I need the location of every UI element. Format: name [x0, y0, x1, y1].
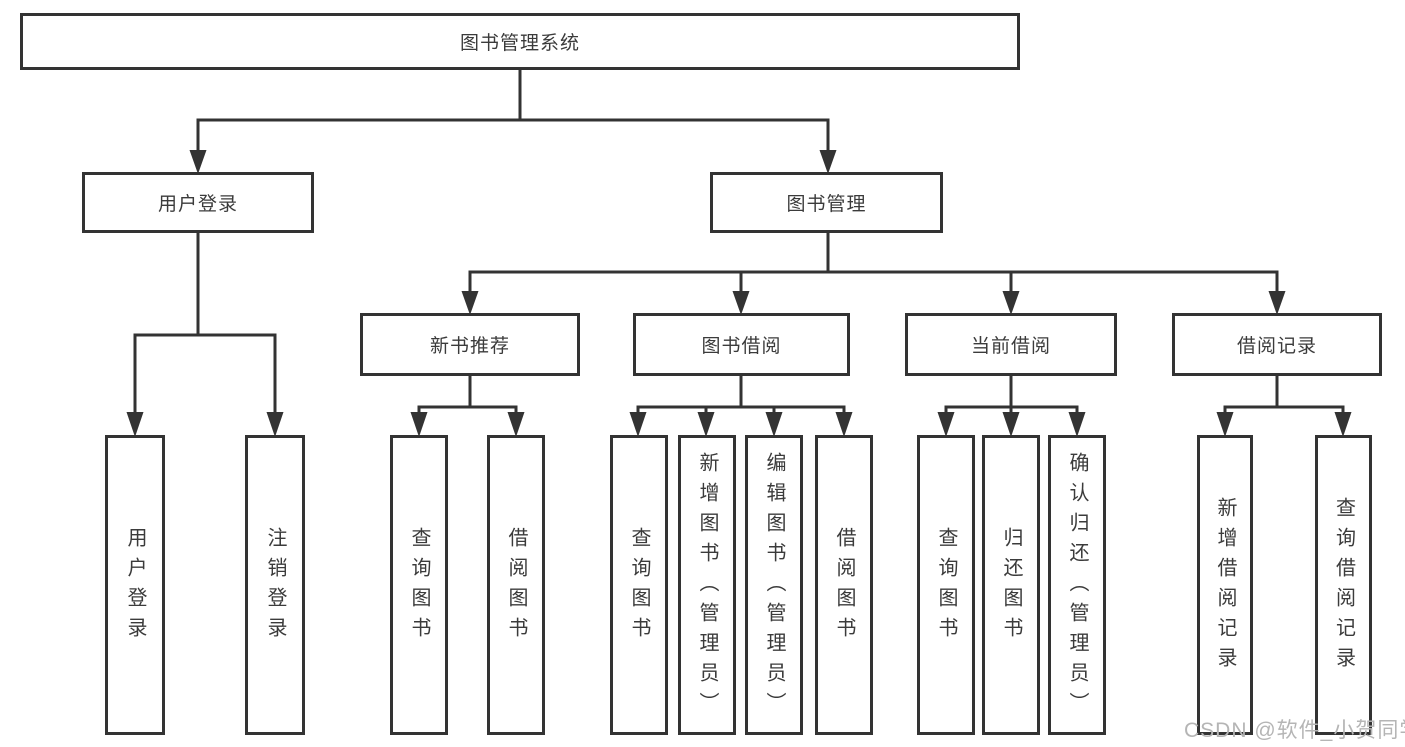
- leaf-current-query-books: 查询图书: [917, 435, 975, 735]
- leaf-return-books: 归还图书: [982, 435, 1040, 735]
- leaf-borrowing-query-books: 查询图书: [610, 435, 668, 735]
- node-current-borrowing: 当前借阅: [905, 313, 1117, 376]
- node-new-book-recommendation: 新书推荐: [360, 313, 580, 376]
- node-user-login: 用户登录: [82, 172, 314, 233]
- leaf-confirm-return-admin: 确认归还（管理员）: [1048, 435, 1106, 735]
- arrowhead-icons: [126, 150, 1352, 437]
- node-book-borrowing: 图书借阅: [633, 313, 850, 376]
- node-borrowing-records: 借阅记录: [1172, 313, 1382, 376]
- leaf-user-login: 用户登录: [105, 435, 165, 735]
- leaf-recommend-query-books: 查询图书: [390, 435, 448, 735]
- leaf-query-borrow-record: 查询借阅记录: [1315, 435, 1372, 735]
- leaf-recommend-borrow-books: 借阅图书: [487, 435, 545, 735]
- leaf-edit-books-admin: 编辑图书（管理员）: [745, 435, 803, 735]
- leaf-borrowing-borrow-books: 借阅图书: [815, 435, 873, 735]
- leaf-logout: 注销登录: [245, 435, 305, 735]
- node-book-management: 图书管理: [710, 172, 943, 233]
- leaf-add-borrow-record: 新增借阅记录: [1197, 435, 1253, 735]
- node-root-library-system: 图书管理系统: [20, 13, 1020, 70]
- csdn-watermark: CSDN @软件_小贺同学: [1184, 719, 1405, 742]
- leaf-add-books-admin: 新增图书（管理员）: [678, 435, 736, 735]
